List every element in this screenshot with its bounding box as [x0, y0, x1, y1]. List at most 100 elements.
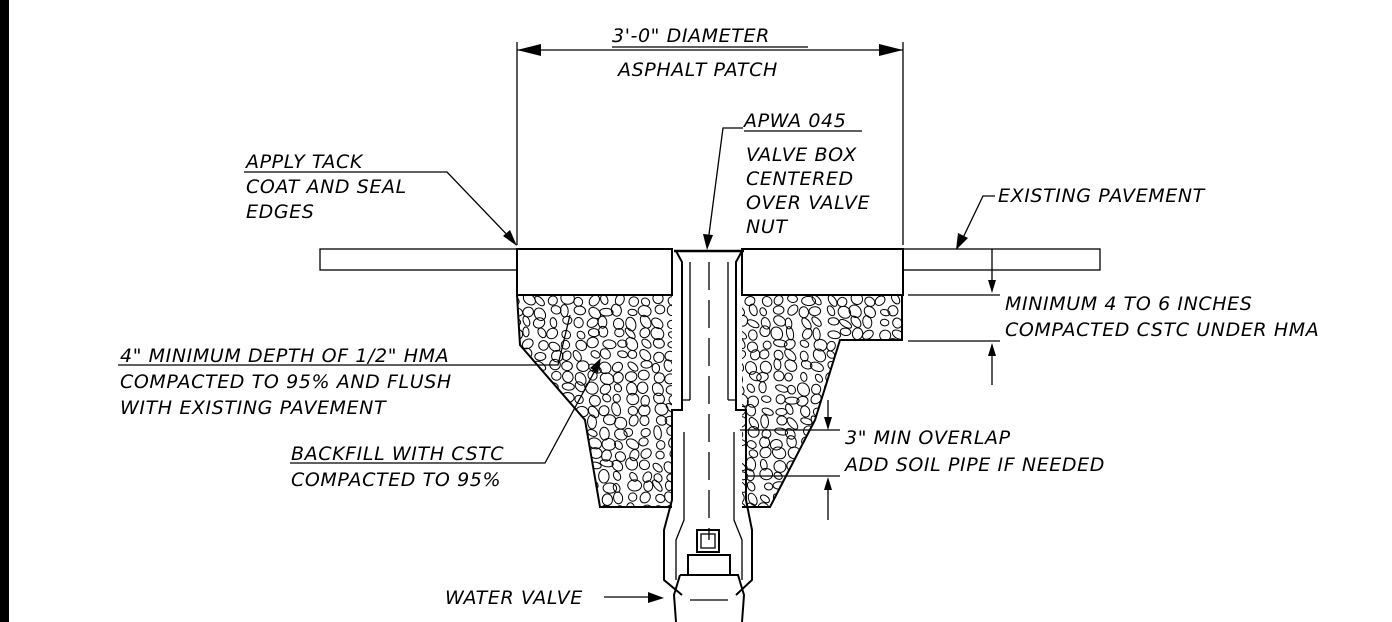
gravel-stone [627, 349, 638, 359]
gravel-stone [879, 493, 889, 503]
gravel-stone [811, 448, 822, 461]
tack-line-3: EDGES [246, 201, 314, 223]
gravel-stone [599, 383, 612, 395]
gravel-stone [842, 363, 852, 371]
gravel-stone [799, 460, 810, 473]
gravel-stone [787, 304, 799, 316]
gravel-stone [639, 491, 651, 504]
gravel-stone [651, 362, 661, 374]
gravel-stone [547, 404, 559, 417]
gravel-stone [611, 402, 622, 417]
gravel-stone [850, 361, 860, 371]
gravel-stone [890, 506, 901, 507]
gravel-stone [864, 493, 879, 503]
gravel-stone [761, 395, 772, 403]
gravel-stone [627, 405, 639, 416]
gravel-stone [655, 415, 668, 426]
gravel-stone [574, 502, 585, 507]
gravel-stone [562, 315, 573, 325]
gravel-stone [561, 429, 574, 441]
gravel-stone [561, 446, 571, 459]
gravel-stone [549, 317, 558, 329]
gravel-stone [746, 440, 757, 449]
gravel-stone [517, 463, 522, 472]
gravel-stone [628, 414, 639, 427]
gravel-stone [612, 470, 622, 481]
min-depth-line-2: COMPACTED CSTC UNDER HMA [1005, 319, 1319, 341]
gravel-stone [548, 446, 561, 461]
gravel-stone [586, 494, 594, 505]
gravel-stone [573, 469, 587, 481]
gravel-stone [742, 305, 745, 317]
gravel-stone [627, 361, 639, 372]
gravel-stone [613, 491, 624, 505]
gravel-stone [784, 317, 793, 330]
gravel-stone [573, 450, 585, 462]
gravel-stone [640, 360, 653, 369]
gravel-stone [839, 382, 852, 395]
gravel-stone [742, 314, 749, 327]
gravel-stone [534, 449, 547, 462]
existing-pavement-label: EXISTING PAVEMENT [998, 185, 1206, 207]
gravel-stone [742, 403, 747, 417]
gravel-stone [864, 296, 876, 307]
gravel-stone [586, 336, 599, 349]
gravel-stone [640, 448, 652, 459]
gravel-stone [535, 480, 546, 492]
gravel-stone [879, 318, 890, 327]
gravel-stone [799, 339, 810, 348]
gravel-stone [549, 382, 559, 392]
gravel-stone [560, 478, 575, 492]
tack-line-1: APPLY TACK [244, 151, 364, 173]
gravel-stone [536, 473, 547, 485]
gravel-stone [656, 440, 666, 450]
gravel-stone [862, 329, 874, 340]
gravel-stone [800, 405, 811, 418]
gravel-stone [517, 383, 525, 395]
gravel-stone [534, 390, 547, 405]
gravel-stone [763, 482, 774, 491]
gravel-stone [773, 370, 785, 382]
gravel-stone [786, 417, 799, 430]
gravel-stone [756, 371, 769, 383]
gravel-stone [653, 392, 665, 405]
gravel-stone [742, 471, 749, 481]
gravel-stone [826, 428, 838, 440]
gravel-stone [665, 385, 672, 395]
gravel-stone [575, 339, 588, 352]
gravel-stone [811, 383, 822, 395]
gravel-stone [522, 295, 536, 306]
gravel-stone [759, 446, 772, 459]
gravel-stone [534, 351, 547, 362]
gravel-stone [880, 308, 891, 317]
gravel-stone [640, 297, 651, 307]
gravel-stone [654, 402, 669, 416]
gravel-stone [624, 327, 636, 340]
gravel-stone [522, 448, 536, 462]
gravel-stone [534, 295, 545, 307]
gravel-stone [757, 502, 770, 507]
gravel-stone [574, 436, 586, 447]
gravel-stone [522, 386, 533, 396]
gravel-stone [851, 492, 863, 505]
gravel-stone [891, 351, 902, 363]
gravel-stone [599, 348, 611, 360]
gravel-stone [639, 327, 651, 339]
gravel-stone [892, 372, 902, 384]
gravel-stone [865, 505, 876, 507]
gravel-stone [787, 384, 797, 395]
gravel-stone [759, 325, 771, 338]
gravel-stone [759, 307, 767, 317]
gravel-stone [614, 295, 625, 306]
gravel-stone [760, 414, 769, 429]
gravel-stone [839, 415, 850, 427]
gravel-stone [517, 470, 521, 484]
gravel-stone [742, 393, 749, 408]
gravel-stone [889, 392, 902, 403]
gravel-stone [637, 305, 652, 318]
gravel-stone [625, 502, 635, 507]
gravel-stone [548, 341, 561, 352]
gravel-stone [561, 360, 573, 372]
gravel-stone [664, 491, 672, 504]
